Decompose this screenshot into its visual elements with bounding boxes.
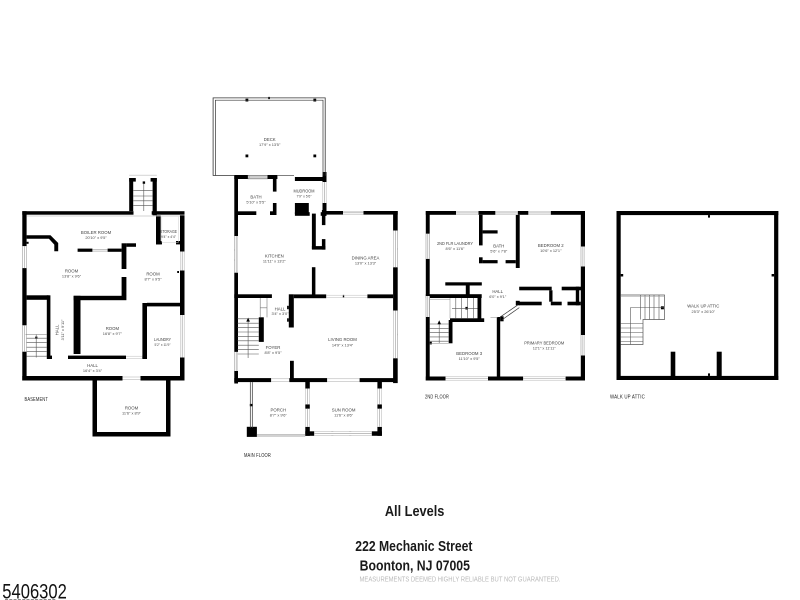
svg-text:ROOM: ROOM	[146, 272, 160, 277]
svg-text:HALL: HALL	[275, 307, 286, 312]
svg-text:BATH: BATH	[493, 244, 504, 249]
svg-text:DECK: DECK	[264, 137, 276, 142]
svg-text:BASEMENT: BASEMENT	[25, 397, 49, 403]
svg-text:25'3" x 26'10": 25'3" x 26'10"	[692, 309, 716, 314]
svg-text:20'10" x 9'5": 20'10" x 9'5"	[85, 235, 107, 240]
svg-text:11'11" x 13'2": 11'11" x 13'2"	[263, 259, 287, 264]
svg-text:Boonton, NJ 07005: Boonton, NJ 07005	[360, 559, 470, 575]
svg-text:5406302: 5406302	[2, 579, 67, 600]
svg-text:16'8" x 9'7": 16'8" x 9'7"	[103, 331, 123, 336]
svg-text:ROOM: ROOM	[65, 269, 79, 274]
svg-text:DINING AREA: DINING AREA	[352, 255, 380, 260]
svg-text:ROOM: ROOM	[125, 405, 139, 410]
svg-text:8'8" x 9'5": 8'8" x 9'5"	[264, 350, 282, 355]
svg-text:LIVING ROOM: LIVING ROOM	[328, 337, 357, 342]
svg-text:13'0" x 13'3": 13'0" x 13'3"	[355, 260, 377, 265]
svg-text:WALK UP ATTIC: WALK UP ATTIC	[610, 394, 645, 400]
svg-text:11'6" x 8'6": 11'6" x 8'6"	[334, 412, 354, 417]
svg-text:MUDROOM: MUDROOM	[294, 188, 315, 193]
svg-text:6'0" x 9'1": 6'0" x 9'1"	[489, 294, 507, 299]
svg-text:PORCH: PORCH	[271, 407, 287, 412]
svg-text:8'7" x 9'5": 8'7" x 9'5"	[144, 277, 162, 282]
svg-text:10'6" x 12'1": 10'6" x 12'1"	[540, 248, 562, 253]
svg-text:5'10" x 5'5": 5'10" x 5'5"	[246, 200, 266, 205]
svg-text:PRIMARY BEDROOM: PRIMARY BEDROOM	[524, 341, 564, 346]
svg-text:ROOM: ROOM	[106, 326, 120, 331]
svg-text:LAUNDRY: LAUNDRY	[154, 337, 171, 342]
svg-text:WALK UP ATTIC: WALK UP ATTIC	[687, 303, 719, 308]
svg-text:FOYER: FOYER	[266, 345, 281, 350]
svg-text:BEDROOM 2: BEDROOM 2	[538, 243, 564, 248]
svg-text:5'6" x 7'8": 5'6" x 7'8"	[490, 249, 508, 254]
svg-text:STORAGE: STORAGE	[160, 229, 177, 234]
svg-text:HALL: HALL	[492, 289, 503, 294]
svg-text:BATH: BATH	[250, 195, 261, 200]
svg-text:16'4" x 3'4": 16'4" x 3'4"	[83, 368, 103, 373]
svg-text:17'9" x 13'5": 17'9" x 13'5"	[259, 142, 281, 147]
svg-text:HALL: HALL	[87, 363, 98, 368]
svg-text:MAIN FLOOR: MAIN FLOOR	[244, 453, 271, 459]
svg-text:13'8" x 9'6": 13'8" x 9'6"	[62, 274, 82, 279]
svg-text:12'1" x 11'11": 12'1" x 11'11"	[533, 346, 557, 351]
svg-text:14'9" x 13'4": 14'9" x 13'4"	[332, 342, 354, 347]
svg-text:SUN ROOM: SUN ROOM	[332, 407, 356, 412]
svg-text:2ND FLR LAUNDRY: 2ND FLR LAUNDRY	[437, 241, 473, 246]
svg-text:3'4" x 3'0": 3'4" x 3'0"	[271, 311, 289, 316]
svg-text:7'9" x 5'6": 7'9" x 5'6"	[297, 193, 313, 198]
svg-text:2ND FLOOR: 2ND FLOOR	[425, 394, 449, 400]
svg-text:222 Mechanic Street: 222 Mechanic Street	[355, 539, 472, 555]
svg-text:KITCHEN: KITCHEN	[265, 254, 284, 259]
svg-text:3'11" x 9'11": 3'11" x 9'11"	[60, 319, 65, 340]
svg-text:BOILER ROOM: BOILER ROOM	[81, 230, 112, 235]
svg-text:MEASUREMENTS DEEMED HIGHLY REL: MEASUREMENTS DEEMED HIGHLY RELIABLE BUT …	[360, 577, 561, 584]
svg-text:9'4" x 4'4": 9'4" x 4'4"	[161, 234, 177, 239]
svg-text:11'6" x 8'9": 11'6" x 8'9"	[122, 410, 142, 415]
svg-text:5'2" x 11'9": 5'2" x 11'9"	[155, 342, 172, 347]
svg-text:8'7" x 9'6": 8'7" x 9'6"	[270, 412, 288, 417]
svg-text:HALL: HALL	[55, 324, 60, 335]
svg-text:BEDROOM 3: BEDROOM 3	[456, 351, 482, 356]
svg-text:11'10" x 9'5": 11'10" x 9'5"	[459, 356, 481, 361]
svg-text:All Levels: All Levels	[385, 504, 445, 520]
svg-text:8'6" x 11'6": 8'6" x 11'6"	[446, 246, 466, 251]
